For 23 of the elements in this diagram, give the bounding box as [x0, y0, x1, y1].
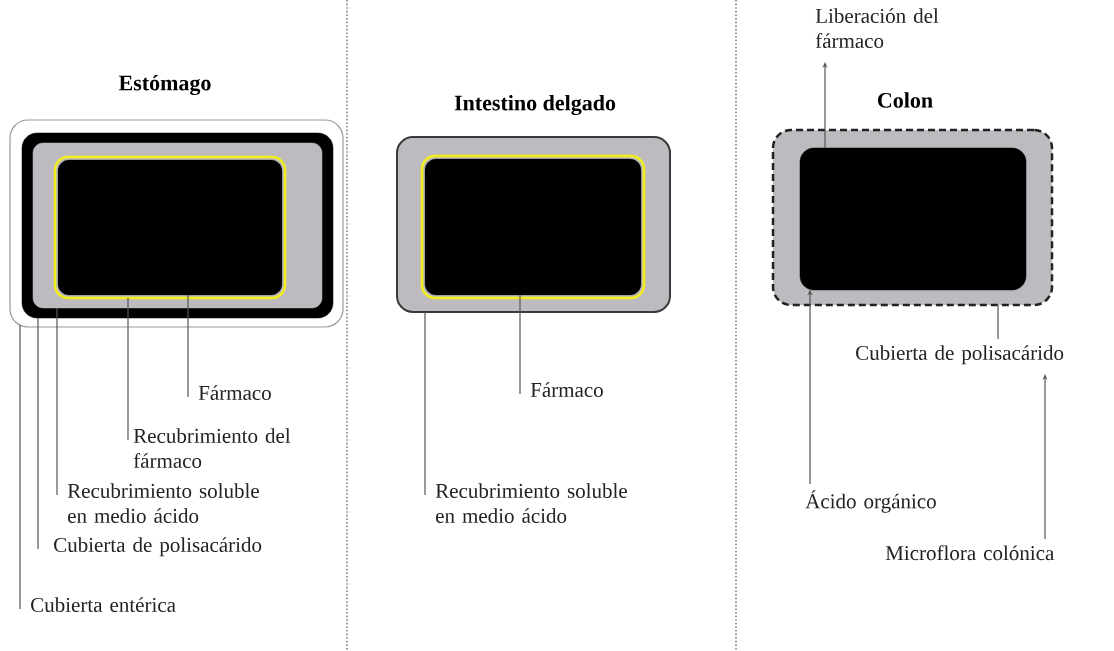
callout-text: Cubierta de polisacárido [856, 345, 1064, 365]
panel-heading: Intestino delgado [454, 94, 616, 116]
leader-line [127, 297, 129, 441]
callout-text: Microflora colónica [885, 545, 1055, 561]
leader-line [56, 307, 58, 496]
callout-text: Recubrimiento soluble en medio ácido [67, 483, 259, 523]
leader-line [187, 294, 189, 398]
callout-text: Fármaco [530, 382, 603, 397]
leader-line [519, 294, 521, 395]
callout-text: Ácido orgánico [805, 490, 936, 513]
panel-heading: Estómago [118, 74, 211, 96]
drug-core [799, 147, 1027, 291]
callout-text: Cubierta de polisacárido [54, 537, 262, 557]
leader-line [424, 311, 426, 496]
leader-line [19, 324, 21, 610]
leader-line [37, 317, 39, 550]
callout-text: Recubrimiento del fármaco [133, 428, 291, 468]
leader-line [997, 304, 999, 340]
panel-heading: Colon [877, 92, 933, 108]
callout-text: Cubierta entérica [31, 597, 176, 612]
callout-text: Fármaco [198, 385, 271, 400]
callout-text: Recubrimiento soluble en medio ácido [435, 483, 627, 523]
callout-text: Liberación del fármaco [815, 8, 939, 48]
